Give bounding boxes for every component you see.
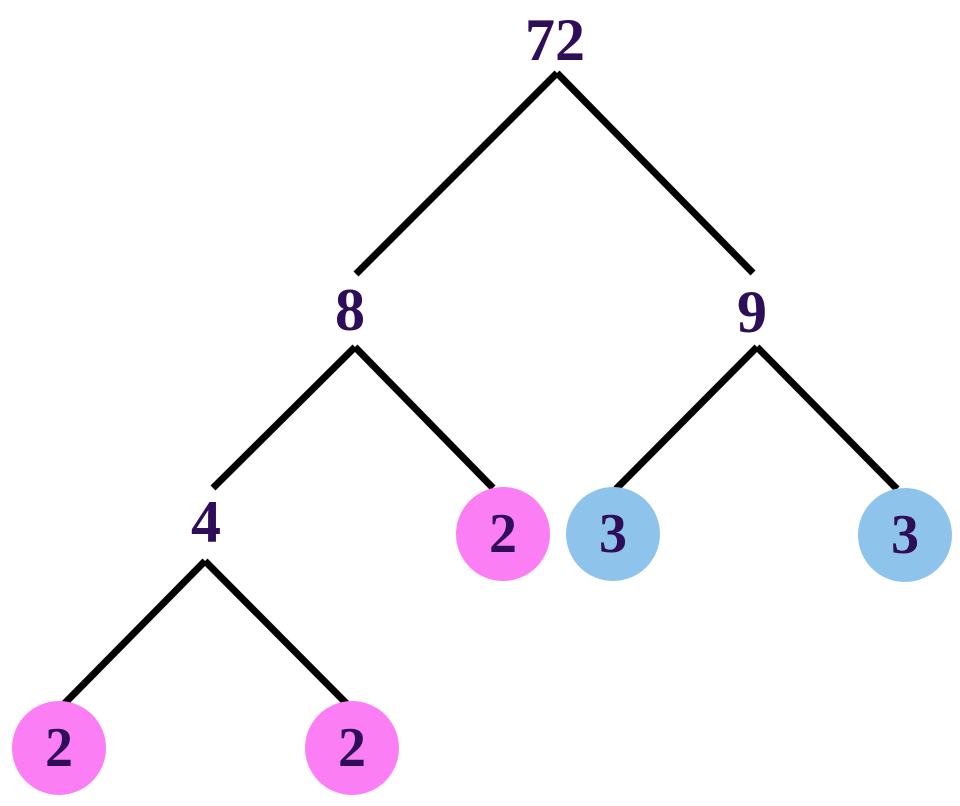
edge-72-9 <box>554 70 756 276</box>
edge-8-4 <box>210 344 358 491</box>
node-4: 4 <box>191 489 221 555</box>
edge-4-2b <box>61 558 208 707</box>
node-prime-2-bottom-left: 2 <box>12 701 106 795</box>
edge-9-3a <box>613 344 760 492</box>
edge-4-2c <box>202 558 350 707</box>
edge-72-8 <box>353 70 560 277</box>
edge-9-3b <box>754 344 900 492</box>
edge-8-2 <box>352 344 496 491</box>
node-prime-3-left: 3 <box>566 487 660 581</box>
node-prime-2-right: 2 <box>456 487 550 581</box>
node-prime-3-right: 3 <box>858 488 952 582</box>
node-9: 9 <box>737 279 767 345</box>
node-72: 72 <box>525 7 585 73</box>
node-8: 8 <box>335 277 365 343</box>
node-prime-2-bottom-right: 2 <box>305 701 399 795</box>
